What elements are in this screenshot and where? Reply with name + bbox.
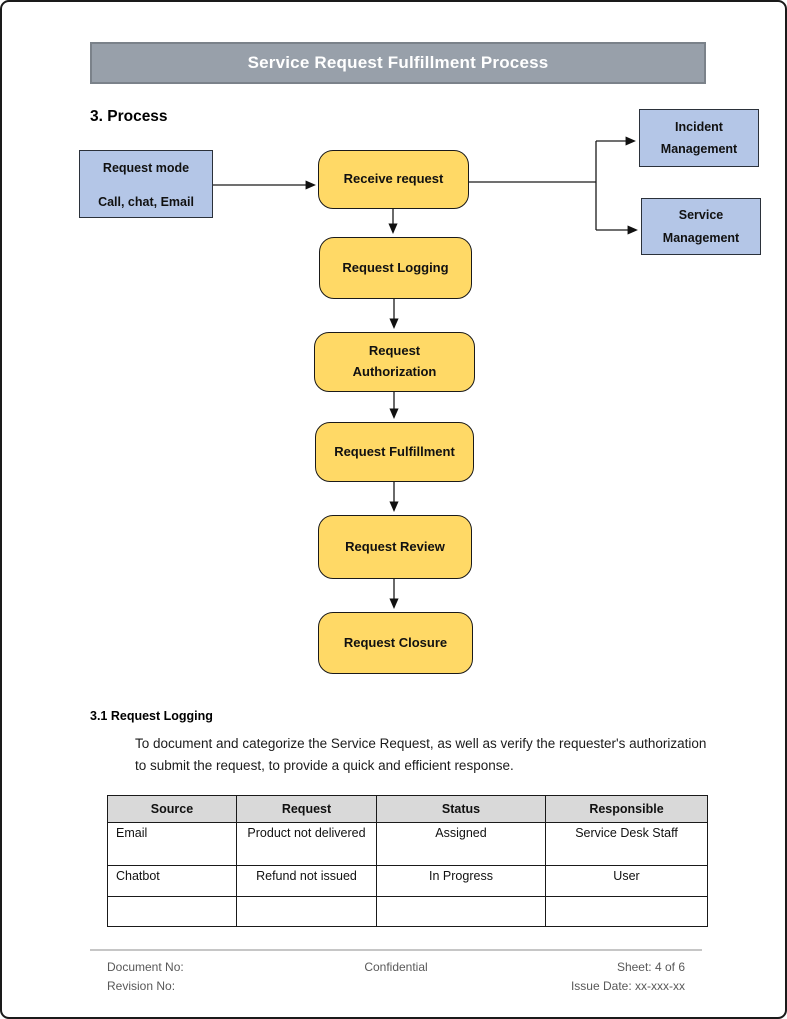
col-header-source: Source (107, 795, 237, 823)
cell-status: Assigned (376, 822, 546, 866)
document-title-banner: Service Request Fulfillment Process (90, 42, 706, 84)
flow-node-request-review: Request Review (318, 515, 472, 579)
cell-status: In Progress (376, 865, 546, 897)
table-row: Email Product not delivered Assigned Ser… (107, 822, 708, 866)
flow-node-request-mode: Request mode Call, chat, Email (79, 150, 213, 218)
table-header-row: Source Request Status Responsible (107, 795, 708, 823)
revision-no-label: Revision No: (107, 978, 176, 993)
section-heading: 3. Process (90, 108, 168, 125)
page-footer: Document No: Revision No: Confidential S… (90, 958, 702, 995)
cell-request: Refund not issued (236, 865, 377, 897)
cell-status (376, 896, 546, 927)
request-review-label: Request Review (345, 538, 445, 554)
flow-node-service-management: Service Management (641, 198, 761, 255)
col-header-request: Request (236, 795, 377, 823)
flow-node-request-logging: Request Logging (319, 237, 472, 299)
request-closure-label: Request Closure (343, 634, 448, 650)
request-log-table: Source Request Status Responsible Email … (107, 795, 708, 927)
document-title: Service Request Fulfillment Process (247, 53, 549, 72)
table-row: Chatbot Refund not issued In Progress Us… (107, 865, 708, 897)
cell-responsible: Service Desk Staff (545, 822, 708, 866)
cell-request: Product not delivered (236, 822, 377, 866)
footer-left-block: Document No: Revision No: (90, 958, 310, 995)
service-management-label: Service Management (662, 208, 740, 245)
request-logging-label: Request Logging (342, 259, 449, 275)
flow-node-request-closure: Request Closure (318, 612, 473, 674)
confidential-label: Confidential (364, 960, 428, 974)
incident-management-label: Incident Management (660, 119, 738, 157)
col-header-responsible: Responsible (545, 795, 708, 823)
col-header-status: Status (376, 795, 546, 823)
receive-request-label: Receive request (343, 171, 444, 187)
cell-source (107, 896, 237, 927)
document-no-label: Document No: (107, 960, 184, 974)
cell-source: Email (107, 822, 237, 866)
table-row (107, 896, 708, 927)
flow-node-request-authorization: Request Authorization (314, 332, 475, 392)
issue-date: Issue Date: xx-xxx-xx (570, 978, 685, 993)
subsection-body: To document and categorize the Service R… (135, 736, 707, 773)
request-mode-title: Request mode (102, 161, 190, 175)
cell-request (236, 896, 377, 927)
subsection-heading: 3.1 Request Logging (90, 709, 213, 723)
cell-responsible: User (545, 865, 708, 897)
flow-node-incident-management: Incident Management (639, 109, 759, 167)
flow-node-receive-request: Receive request (318, 150, 469, 209)
flow-node-request-fulfillment: Request Fulfillment (315, 422, 474, 482)
footer-right-block: Sheet: 4 of 6 Issue Date: xx-xxx-xx (482, 958, 702, 995)
cell-responsible (545, 896, 708, 927)
request-fulfillment-label: Request Fulfillment (334, 443, 455, 459)
cell-source: Chatbot (107, 865, 237, 897)
request-mode-channels: Call, chat, Email (98, 194, 194, 209)
request-authorization-label: Request Authorization (352, 343, 437, 379)
footer-divider (90, 949, 702, 951)
sheet-number: Sheet: 4 of 6 (616, 960, 685, 974)
